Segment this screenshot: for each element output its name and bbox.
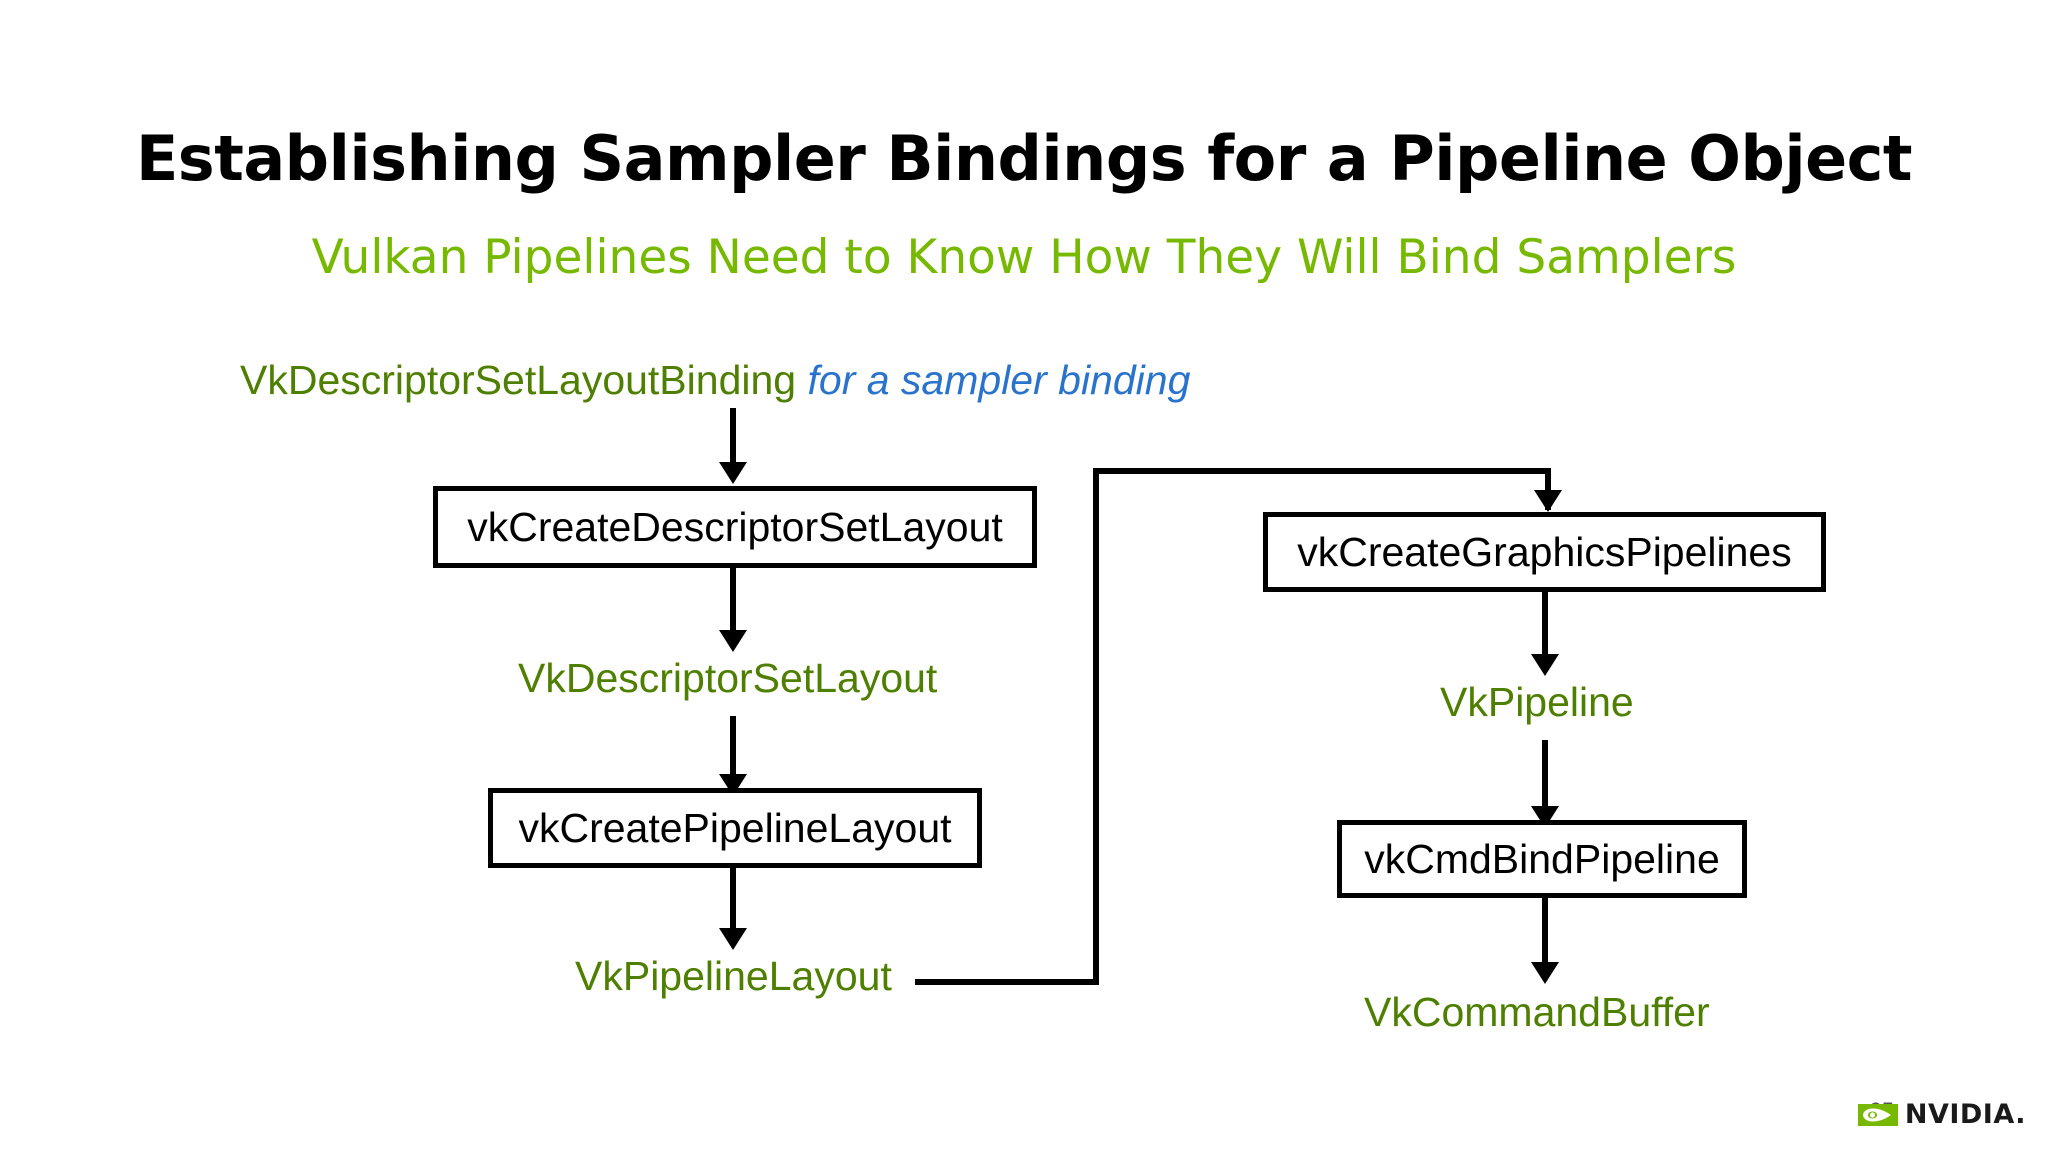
node-label-vkcommandbuffer: VkCommandBuffer: [1364, 989, 1710, 1035]
node-annotation-sampler-binding: for a sampler binding: [807, 357, 1191, 403]
edge-line-n5-n6-seg1: [915, 979, 1099, 985]
edge-arrowhead-n1-n2: [719, 462, 747, 484]
edge-line-n5-n6-seg3: [1093, 468, 1551, 474]
edge-line-n7-n8: [1542, 740, 1548, 814]
node-vkdescriptorsetlayoutbinding: VkDescriptorSetLayoutBinding for a sampl…: [240, 356, 1190, 404]
edge-line-n3-n4: [730, 716, 736, 782]
node-label-vkcreategraphicspipelines: vkCreateGraphicsPipelines: [1297, 528, 1792, 575]
node-label-vkpipelinelayout: VkPipelineLayout: [575, 953, 892, 999]
node-label-vkcreatepipelinelayout: vkCreatePipelineLayout: [518, 804, 952, 851]
node-box-vkcreatepipelinelayout[interactable]: vkCreatePipelineLayout: [488, 788, 982, 868]
node-box-vkcreatedescriptorsetlayout[interactable]: vkCreateDescriptorSetLayout: [433, 486, 1037, 568]
edge-line-n6-n7: [1542, 592, 1548, 662]
node-label-vkpipeline: VkPipeline: [1440, 679, 1634, 725]
edge-line-n8-n9: [1542, 898, 1548, 970]
node-label-vkcreatedescriptorsetlayout: vkCreateDescriptorSetLayout: [467, 503, 1003, 550]
edge-line-n4-n5: [730, 868, 736, 936]
node-box-vkcreategraphicspipelines[interactable]: vkCreateGraphicsPipelines: [1263, 512, 1826, 592]
nvidia-wordmark: NVIDIA.: [1904, 1099, 2026, 1130]
node-label-vkdescriptorsetlayoutbinding: VkDescriptorSetLayoutBinding: [240, 357, 797, 403]
node-box-vkcmdbindpipeline[interactable]: vkCmdBindPipeline: [1337, 820, 1747, 898]
edge-arrowhead-n6-n7: [1531, 654, 1559, 676]
nvidia-eye-icon: [1857, 1103, 1898, 1126]
edge-line-n1-n2: [730, 408, 736, 470]
edge-arrowhead-n2-n3: [719, 630, 747, 652]
nvidia-logo: NVIDIA.: [1857, 1099, 2026, 1130]
page-title: Establishing Sampler Bindings for a Pipe…: [135, 122, 1913, 195]
edge-line-n2-n3: [730, 568, 736, 638]
node-label-vkdescriptorsetlayout: VkDescriptorSetLayout: [518, 655, 938, 701]
edge-arrowhead-n8-n9: [1531, 962, 1559, 984]
edge-arrowhead-n4-n5: [719, 928, 747, 950]
edge-line-n5-n6-seg4: [1545, 468, 1551, 510]
node-label-vkcmdbindpipeline: vkCmdBindPipeline: [1364, 835, 1720, 882]
edge-arrowhead-n5-n6: [1534, 490, 1562, 512]
edge-line-n5-n6-seg2: [1093, 468, 1099, 985]
page-subtitle: Vulkan Pipelines Need to Know How They W…: [311, 230, 1737, 285]
